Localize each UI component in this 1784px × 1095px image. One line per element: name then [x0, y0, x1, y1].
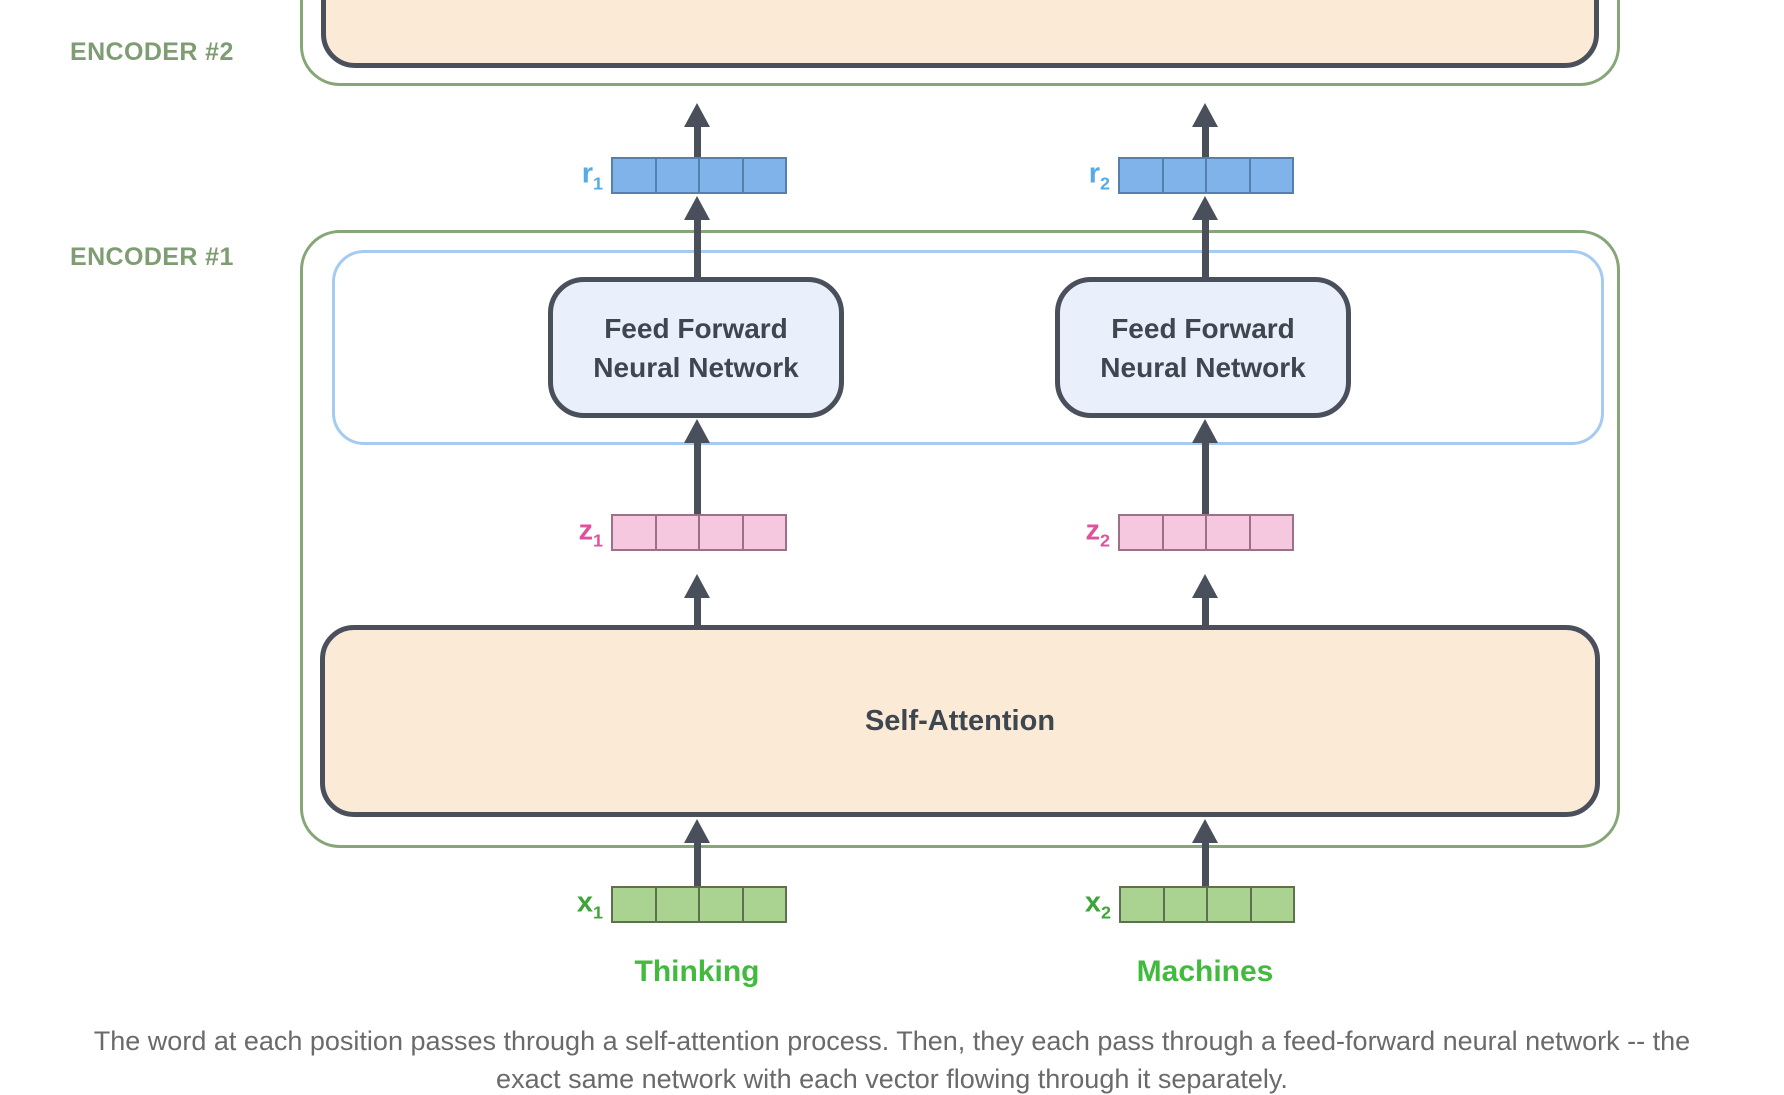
vector-cell [613, 516, 657, 549]
vector-cell [657, 888, 700, 921]
vector-x1-label: x1 [576, 886, 603, 922]
vector-cell [1251, 516, 1293, 549]
self-attention-box: Self-Attention [320, 625, 1600, 817]
encoder2-label: ENCODER #2 [70, 38, 234, 66]
vector-cell [657, 159, 700, 192]
vector-cell [744, 888, 786, 921]
encoder2-self-attention-box [321, 0, 1599, 68]
feed-forward-box-1-line2: Neural Network [593, 351, 799, 383]
vector-cell [1251, 159, 1293, 192]
vector-cell [613, 159, 657, 192]
arrow-r1-to-encoder2-icon [684, 103, 710, 157]
vector-cell [1121, 888, 1165, 921]
vector-z1: z1 [579, 514, 787, 551]
arrow-selfattention-to-z1-icon [684, 574, 710, 625]
feed-forward-box-1-line1: Feed Forward [604, 312, 788, 344]
vector-z1-label: z1 [578, 514, 604, 550]
figure-caption-line2: exact same network with each vector flow… [496, 1064, 1288, 1094]
vector-z2-label: z2 [1085, 514, 1111, 550]
vector-cell [613, 888, 657, 921]
arrow-x1-to-selfattention-icon [684, 819, 710, 887]
vector-cell [700, 159, 744, 192]
vector-cell [1208, 888, 1252, 921]
arrow-z2-to-ffn2-icon [1192, 419, 1218, 515]
feed-forward-box-2-line1: Feed Forward [1111, 312, 1295, 344]
input-word-thinking: Thinking [634, 955, 760, 988]
ffn-sublayer-outline [332, 250, 1604, 445]
arrow-r2-to-encoder2-icon [1192, 103, 1218, 157]
figure-caption: The word at each position passes through… [20, 1022, 1764, 1095]
vector-cell [1164, 159, 1207, 192]
vector-cell [1164, 516, 1207, 549]
vector-cell [1120, 516, 1164, 549]
input-word-machines: Machines [1136, 955, 1274, 988]
vector-cell [1165, 888, 1208, 921]
vector-x2-label: x2 [1084, 886, 1111, 922]
vector-cell [1120, 159, 1164, 192]
vector-x1: x1 [577, 886, 787, 923]
arrow-selfattention-to-z2-icon [1192, 574, 1218, 625]
vector-cell [744, 159, 786, 192]
vector-cell [657, 516, 700, 549]
arrow-ffn2-to-r2-icon [1192, 196, 1218, 277]
vector-r2-label: r2 [1088, 157, 1110, 193]
feed-forward-box-2: Feed Forward Neural Network [1055, 277, 1351, 418]
vector-r2: r2 [1089, 157, 1294, 194]
arrow-z1-to-ffn1-icon [684, 419, 710, 515]
vector-cell [744, 516, 786, 549]
feed-forward-box-2-line2: Neural Network [1100, 351, 1306, 383]
arrow-x2-to-selfattention-icon [1192, 819, 1218, 887]
vector-r1-label: r1 [581, 157, 603, 193]
self-attention-label: Self-Attention [864, 704, 1056, 737]
vector-cell [700, 888, 744, 921]
vector-cell [700, 516, 744, 549]
vector-cell [1207, 159, 1251, 192]
feed-forward-box-1: Feed Forward Neural Network [548, 277, 844, 418]
figure-caption-line1: The word at each position passes through… [93, 1026, 1691, 1056]
vector-r1: r1 [582, 157, 787, 194]
vector-z2: z2 [1086, 514, 1294, 551]
encoder1-label: ENCODER #1 [70, 243, 234, 271]
arrow-ffn1-to-r1-icon [684, 196, 710, 277]
vector-cell [1207, 516, 1251, 549]
vector-x2: x2 [1085, 886, 1295, 923]
vector-cell [1252, 888, 1294, 921]
